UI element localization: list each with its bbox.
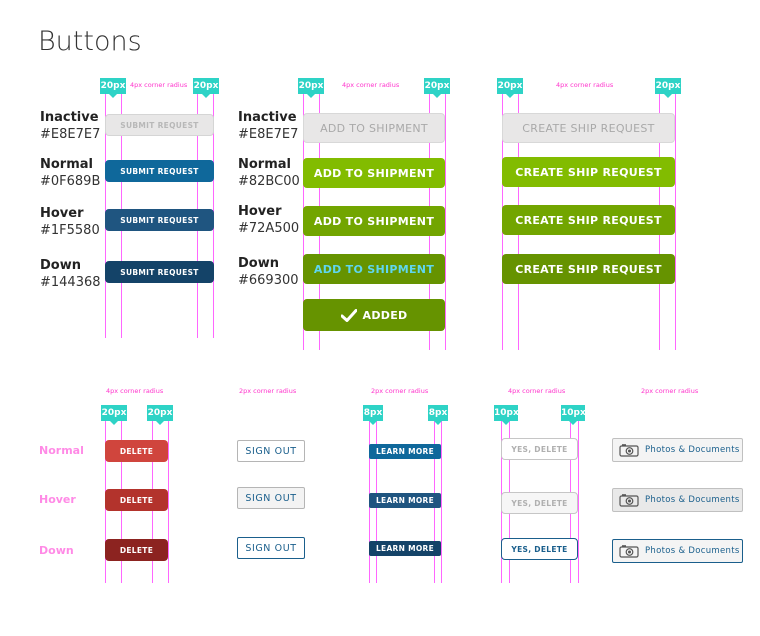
radius-note: 4px corner radius — [556, 81, 614, 89]
add-to-shipment-button-normal[interactable]: ADD TO SHIPMENT — [303, 158, 445, 188]
spacing-tag: 10px — [561, 405, 586, 425]
state-label: Hover — [238, 204, 282, 219]
added-label: ADDED — [362, 308, 408, 322]
radius-note: 2px corner radius — [239, 387, 297, 395]
spacing-tag: 20px — [147, 405, 173, 425]
spacing-tag: 10px — [494, 405, 519, 425]
state-label: Down — [40, 258, 81, 273]
photos-documents-button-down[interactable]: Photos & Documents — [612, 539, 743, 563]
state-label: Normal — [40, 157, 93, 172]
sign-out-button-down[interactable]: SIGN OUT — [237, 537, 305, 559]
radius-note: 4px corner radius — [508, 387, 566, 395]
create-ship-request-button-normal[interactable]: CREATE SHIP REQUEST — [502, 157, 675, 187]
guide-line — [675, 92, 676, 350]
spacing-tag: 20px — [424, 78, 450, 98]
state-label: Hover — [39, 493, 76, 506]
state-hex: #1F5580 — [40, 223, 100, 238]
state-hex: #669300 — [238, 273, 299, 288]
sign-out-button-normal[interactable]: SIGN OUT — [237, 440, 305, 462]
state-label: Down — [238, 256, 279, 271]
learn-more-button-hover[interactable]: LEARN MORE — [369, 493, 441, 508]
spacing-tag: 20px — [193, 78, 219, 98]
photos-documents-button-hover[interactable]: Photos & Documents — [612, 488, 743, 512]
added-button[interactable]: ADDED — [303, 299, 445, 331]
spacing-tag: 20px — [298, 78, 324, 98]
state-label: Normal — [39, 444, 84, 457]
state-hex: #144368 — [40, 275, 101, 290]
checkmark-icon — [340, 308, 357, 322]
page-title: Buttons — [38, 26, 142, 57]
add-to-shipment-button-inactive[interactable]: ADD TO SHIPMENT — [303, 113, 445, 143]
yes-delete-button-normal[interactable]: YES, DELETE — [501, 438, 578, 460]
learn-more-button-normal[interactable]: LEARN MORE — [369, 444, 441, 459]
camera-icon — [619, 444, 639, 457]
spacing-tag: 20px — [497, 78, 523, 98]
state-hex: #0F689B — [40, 174, 101, 189]
photos-documents-label: Photos & Documents — [645, 546, 740, 556]
create-ship-request-button-hover[interactable]: CREATE SHIP REQUEST — [502, 205, 675, 235]
state-label: Inactive — [238, 110, 297, 125]
spacing-tag: 8px — [428, 405, 448, 425]
photos-documents-label: Photos & Documents — [645, 445, 740, 455]
state-label: Normal — [238, 157, 291, 172]
yes-delete-button-hover[interactable]: YES, DELETE — [501, 492, 578, 514]
submit-request-button-inactive[interactable]: SUBMIT REQUEST — [105, 114, 214, 136]
add-to-shipment-button-hover[interactable]: ADD TO SHIPMENT — [303, 206, 445, 236]
spacing-tag: 8px — [363, 405, 383, 425]
delete-button-hover[interactable]: DELETE — [105, 489, 168, 511]
create-ship-request-button-down[interactable]: CREATE SHIP REQUEST — [502, 254, 675, 284]
camera-icon — [619, 545, 639, 558]
photos-documents-label: Photos & Documents — [645, 495, 740, 505]
guide-line — [445, 92, 446, 350]
state-hex: #72A500 — [238, 221, 300, 236]
radius-note: 4px corner radius — [130, 81, 188, 89]
guide-line — [578, 419, 579, 583]
spacing-tag: 20px — [101, 405, 127, 425]
submit-request-button-down[interactable]: SUBMIT REQUEST — [105, 261, 214, 283]
state-label: Hover — [40, 206, 84, 221]
radius-note: 4px corner radius — [342, 81, 400, 89]
radius-note: 2px corner radius — [371, 387, 429, 395]
delete-button-normal[interactable]: DELETE — [105, 440, 168, 462]
state-label: Down — [39, 544, 74, 557]
sign-out-button-hover[interactable]: SIGN OUT — [237, 487, 305, 509]
state-hex: #82BC00 — [238, 174, 300, 189]
radius-note: 2px corner radius — [641, 387, 699, 395]
spacing-tag: 20px — [655, 78, 681, 98]
submit-request-button-normal[interactable]: SUBMIT REQUEST — [105, 160, 214, 182]
photos-documents-button-normal[interactable]: Photos & Documents — [612, 438, 743, 462]
yes-delete-button-down[interactable]: YES, DELETE — [501, 538, 578, 560]
spacing-tag: 20px — [100, 78, 126, 98]
add-to-shipment-button-down[interactable]: ADD TO SHIPMENT — [303, 254, 445, 284]
state-hex: #E8E7E7 — [40, 127, 101, 142]
state-label: Inactive — [40, 110, 99, 125]
delete-button-down[interactable]: DELETE — [105, 539, 168, 561]
guide-line — [168, 419, 169, 583]
guide-line — [441, 419, 442, 583]
camera-icon — [619, 494, 639, 507]
radius-note: 4px corner radius — [106, 387, 164, 395]
create-ship-request-button-inactive[interactable]: CREATE SHIP REQUEST — [502, 113, 675, 143]
submit-request-button-hover[interactable]: SUBMIT REQUEST — [105, 209, 214, 231]
learn-more-button-down[interactable]: LEARN MORE — [369, 541, 441, 556]
state-hex: #E8E7E7 — [238, 127, 299, 142]
